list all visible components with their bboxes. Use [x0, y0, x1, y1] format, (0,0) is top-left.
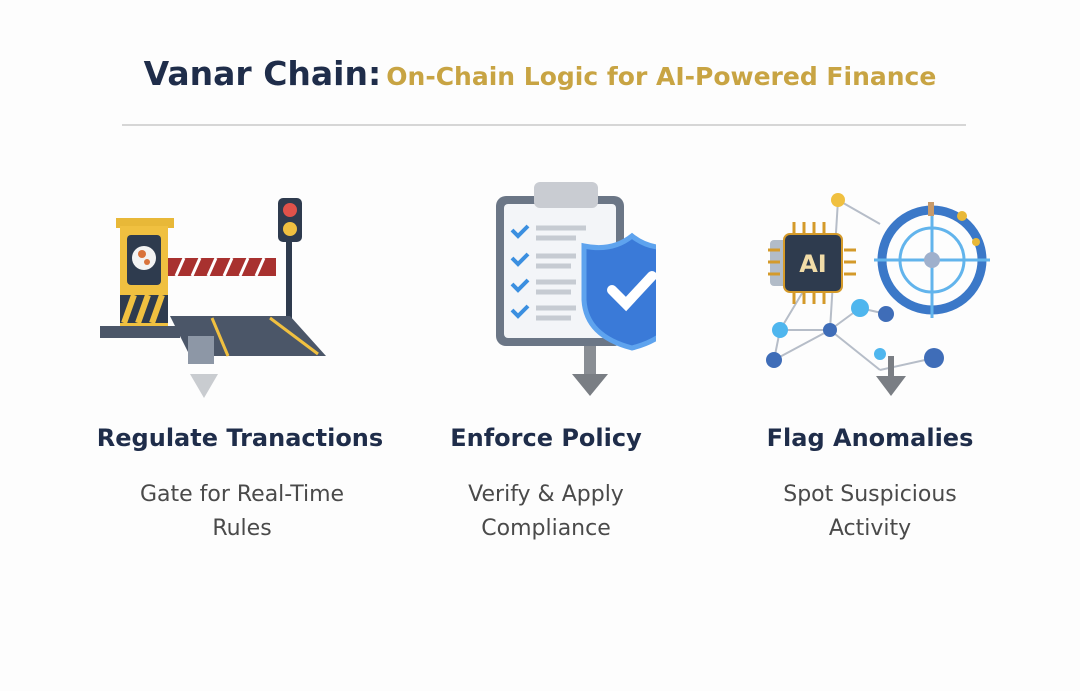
ai-network-target-icon: AI — [720, 180, 1040, 400]
heading-enforce: Enforce Policy — [450, 424, 642, 452]
heading-flag: Flag Anomalies — [766, 424, 974, 452]
divider — [122, 124, 966, 126]
description-line: Spot Suspicious — [783, 482, 957, 507]
title-brand: Vanar Chain: — [143, 54, 382, 93]
toll-gate-icon — [60, 180, 380, 400]
page-title: Vanar Chain: On-Chain Logic for AI-Power… — [0, 54, 1080, 93]
heading-regulate: Regulate Tranactions — [96, 424, 384, 452]
description-line: Gate for Real-Time — [139, 482, 345, 507]
description-line: Compliance — [481, 516, 611, 541]
description-line: Verify & Apply — [468, 482, 624, 507]
title-subtitle: On-Chain Logic for AI-Powered Finance — [386, 62, 937, 91]
description-flag: Spot Suspicious Activity — [720, 478, 1020, 546]
description-line: Rules — [212, 516, 272, 541]
clipboard-shield-icon — [386, 180, 706, 400]
description-regulate: Gate for Real-Time Rules — [92, 478, 392, 546]
ai-chip-label: AI — [799, 250, 827, 278]
description-enforce: Verify & Apply Compliance — [396, 478, 696, 546]
description-line: Activity — [828, 516, 912, 541]
